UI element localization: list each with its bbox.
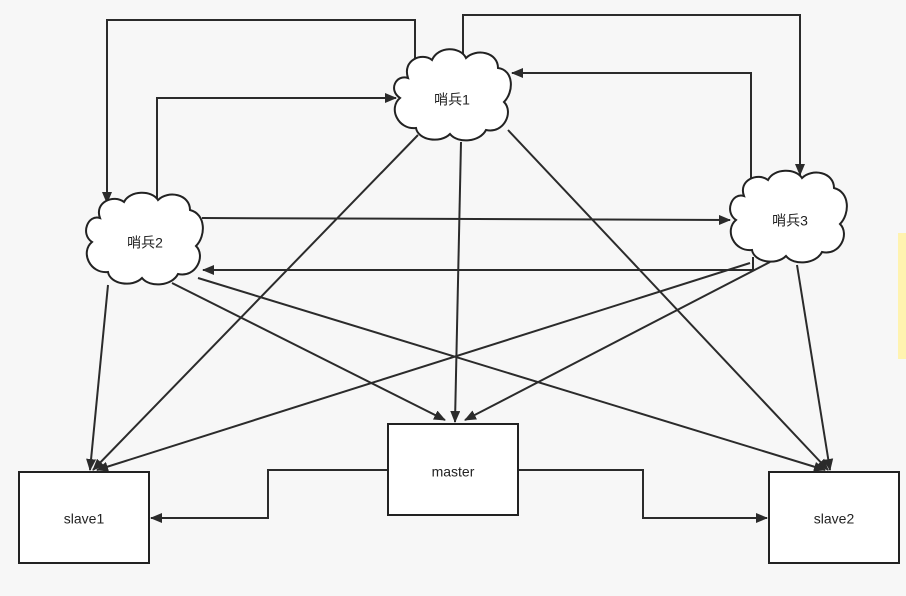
edge-sentinel1-to-slave2 (507, 129, 829, 471)
edge-sentinel2-to-slave2 (197, 277, 826, 472)
sentinel2-label: 哨兵2 (127, 235, 163, 251)
edges (86, 14, 834, 523)
edge-sentinel3-to-slave2 (796, 264, 834, 471)
cloud-shape (393, 48, 512, 142)
edge-sentinel3-to-sentinel2 (202, 257, 754, 275)
slave1-box (18, 471, 150, 564)
edge-sentinel1-to-master (450, 141, 462, 423)
slave1-label: slave1 (64, 511, 105, 527)
sentinel3-node[interactable]: 哨兵3 (729, 169, 848, 264)
edge-sentinel2-to-slave1 (86, 284, 109, 471)
master-box (387, 423, 519, 516)
edge-sentinel3-to-master (464, 261, 771, 421)
cloud-shape (85, 191, 204, 286)
edge-master-to-slave1 (150, 469, 388, 523)
side-indicator-bar (898, 233, 906, 359)
edge-sentinel2-to-sentinel3 (201, 214, 731, 225)
edge-sentinel3-to-slave1 (96, 262, 751, 472)
slave2-node[interactable]: slave2 (768, 471, 900, 564)
sentinel1-node[interactable]: 哨兵1 (393, 48, 512, 142)
master-node[interactable]: master (387, 423, 519, 516)
cloud-shape (729, 169, 848, 264)
edge-sentinel2-to-master (171, 282, 446, 421)
master-label: master (432, 464, 475, 480)
sentinel1-label: 哨兵1 (434, 92, 470, 108)
slave1-node[interactable]: slave1 (18, 471, 150, 564)
edge-sentinel1-to-sentinel3 (462, 14, 805, 176)
edge-sentinel2-to-sentinel1 (156, 93, 397, 198)
edge-master-to-slave2 (518, 469, 768, 523)
sentinel3-label: 哨兵3 (772, 213, 808, 229)
edge-sentinel1-to-sentinel2 (102, 19, 416, 204)
edge-sentinel1-to-slave1 (92, 134, 419, 471)
sentinel2-node[interactable]: 哨兵2 (85, 191, 204, 286)
slave2-box (768, 471, 900, 564)
slave2-label: slave2 (814, 511, 855, 527)
edge-sentinel3-to-sentinel1 (511, 68, 752, 185)
